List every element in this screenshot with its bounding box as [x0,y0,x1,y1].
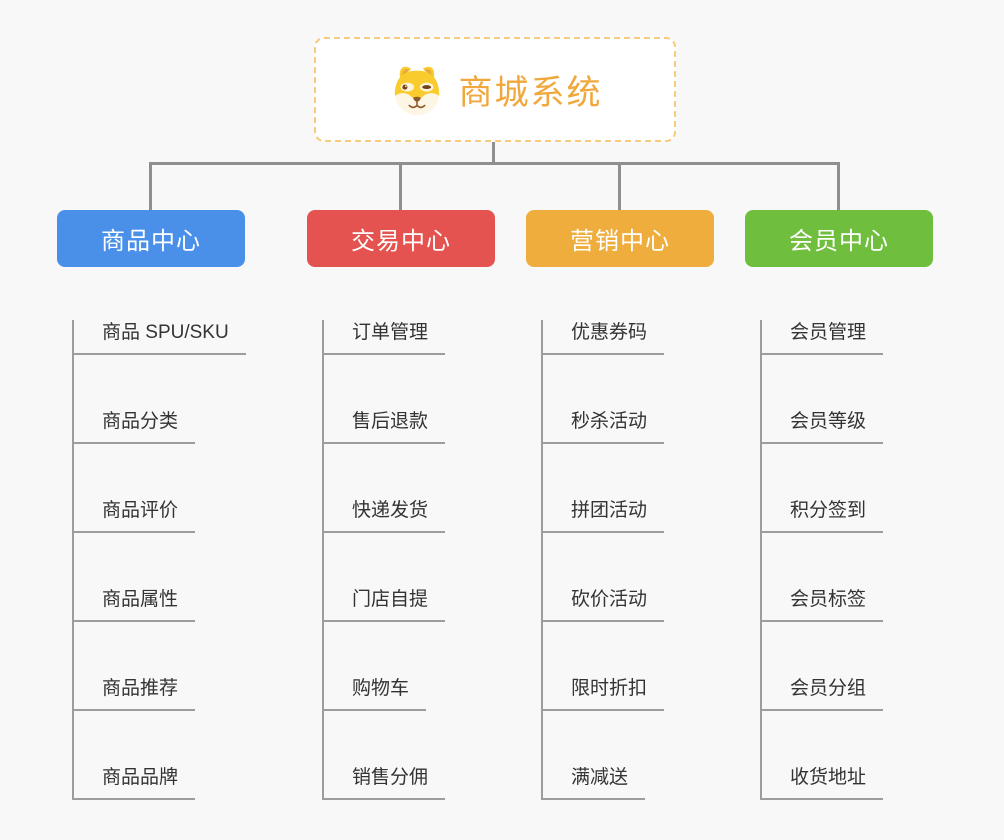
subtopic-item[interactable]: 限时折扣 [543,676,665,711]
connector-drop-marketing [618,162,621,210]
subtopic-item[interactable]: 会员分组 [762,676,884,711]
subtopic-item[interactable]: 积分签到 [762,498,884,533]
dog-face-icon [394,66,439,115]
connector-drop-trade [399,162,402,210]
subtopic-item[interactable]: 拼团活动 [543,498,665,533]
branch-product-center: 商品中心 商品 SPU/SKU 商品分类 商品评价 商品属性 商品推荐 商品品牌 [57,210,246,800]
connector-drop-member [837,162,840,210]
subtopic-item[interactable]: 快递发货 [324,498,446,533]
branch-marketing-center: 营销中心 优惠券码 秒杀活动 拼团活动 砍价活动 限时折扣 满减送 [526,210,714,800]
connector-horizontal [149,162,840,165]
root-topic[interactable]: 商城系统 [314,37,676,142]
branch-header-trade-center[interactable]: 交易中心 [307,210,495,267]
branch-items: 订单管理 售后退款 快递发货 门店自提 购物车 销售分佣 [322,320,495,800]
subtopic-item[interactable]: 秒杀活动 [543,409,665,444]
subtopic-item[interactable]: 商品品牌 [74,765,196,800]
branch-header-product-center[interactable]: 商品中心 [57,210,245,267]
branch-member-center: 会员中心 会员管理 会员等级 积分签到 会员标签 会员分组 收货地址 [745,210,933,800]
branch-items: 商品 SPU/SKU 商品分类 商品评价 商品属性 商品推荐 商品品牌 [72,320,246,800]
subtopic-item[interactable]: 商品分类 [74,409,196,444]
branch-label: 商品中心 [101,228,201,255]
subtopic-item[interactable]: 会员标签 [762,587,884,622]
branch-header-member-center[interactable]: 会员中心 [745,210,933,267]
subtopic-item[interactable]: 订单管理 [324,320,446,355]
branch-trade-center: 交易中心 订单管理 售后退款 快递发货 门店自提 购物车 销售分佣 [307,210,495,800]
subtopic-item[interactable]: 门店自提 [324,587,446,622]
connector-root-trunk [492,142,495,163]
subtopic-item[interactable]: 购物车 [324,676,427,711]
branch-header-marketing-center[interactable]: 营销中心 [526,210,714,267]
branch-label: 交易中心 [351,228,451,255]
subtopic-item[interactable]: 商品推荐 [74,676,196,711]
subtopic-item[interactable]: 商品 SPU/SKU [74,320,246,355]
subtopic-item[interactable]: 会员等级 [762,409,884,444]
connector-drop-product [149,162,152,210]
subtopic-item[interactable]: 商品评价 [74,498,196,533]
subtopic-item[interactable]: 砍价活动 [543,587,665,622]
subtopic-item[interactable]: 销售分佣 [324,765,446,800]
branch-label: 营销中心 [570,228,670,255]
subtopic-item[interactable]: 商品属性 [74,587,196,622]
branch-items: 优惠券码 秒杀活动 拼团活动 砍价活动 限时折扣 满减送 [541,320,714,800]
branch-label: 会员中心 [789,228,889,255]
subtopic-item[interactable]: 收货地址 [762,765,884,800]
subtopic-item[interactable]: 会员管理 [762,320,884,355]
subtopic-item[interactable]: 售后退款 [324,409,446,444]
subtopic-item[interactable]: 满减送 [543,765,646,800]
branch-items: 会员管理 会员等级 积分签到 会员标签 会员分组 收货地址 [760,320,933,800]
root-topic-label: 商城系统 [458,74,603,112]
subtopic-item[interactable]: 优惠券码 [543,320,665,355]
